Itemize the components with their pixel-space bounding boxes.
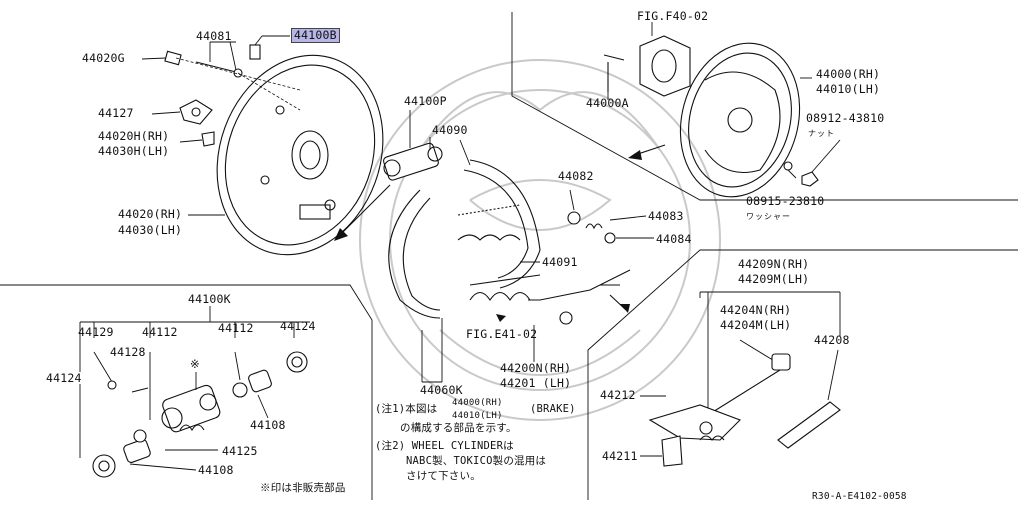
label-44200n: 44200N(RH) [500, 361, 572, 375]
label-44125: 44125 [222, 444, 258, 458]
label-44100b-highlighted[interactable]: 44100B [291, 28, 340, 43]
label-44000a: 44000A [586, 96, 629, 110]
label-44108-b: 44108 [198, 463, 234, 477]
cylinder-kit-drawing [79, 306, 310, 478]
label-44127: 44127 [98, 106, 134, 120]
label-08912: 08912-43810 [806, 111, 885, 125]
label-44124-b: 44124 [46, 371, 82, 385]
label-mark-a: ※ [190, 357, 200, 371]
watermark-emblem [359, 59, 721, 421]
small-parts-left [164, 44, 261, 147]
brake-assembly-drawing [603, 22, 841, 198]
wheel-cylinder-drawing [334, 110, 443, 241]
label-08915: 08915-23810 [746, 194, 825, 208]
label-44129: 44129 [78, 325, 114, 339]
label-44209n: 44209N(RH) [738, 257, 810, 271]
note1-rh: 44000(RH) [452, 398, 503, 408]
label-44112-b: 44112 [218, 321, 254, 335]
backing-plate-drawing [216, 54, 384, 256]
note1-lh: 44010(LH) [452, 411, 503, 421]
label-44091: 44091 [542, 255, 578, 269]
parking-brake-drawing [640, 291, 841, 467]
note1-brake: (BRAKE) [530, 403, 576, 415]
label-44204n: 44204N(RH) [720, 303, 792, 317]
diagram-code: R30-A-E4102-0058 [812, 491, 907, 502]
label-44020: 44020(RH) [118, 207, 183, 221]
note1-prefix: (注1)本図は [375, 403, 438, 415]
brake-shoes-drawing [388, 139, 541, 383]
label-44100p: 44100P [404, 94, 447, 108]
label-nonsale-note: ※印は非販売部品 [260, 482, 346, 494]
label-44100k: 44100K [188, 292, 231, 306]
leader-lines-left [141, 35, 301, 216]
label-44020g: 44020G [82, 51, 125, 65]
label-44030h: 44030H(LH) [98, 144, 170, 158]
label-44124-a: 44124 [280, 319, 316, 333]
label-44060k: 44060K [420, 383, 463, 397]
label-44000: 44000(RH) [816, 67, 881, 81]
label-44090: 44090 [432, 123, 468, 137]
note1-suffix: の構成する部品を示す。 [400, 422, 517, 434]
label-44084: 44084 [656, 232, 692, 246]
label-fig-f40[interactable]: FIG.F40-02 [637, 9, 709, 23]
label-44083: 44083 [648, 209, 684, 223]
label-44030: 44030(LH) [118, 223, 183, 237]
label-44128: 44128 [110, 345, 146, 359]
divider-lower-right [587, 249, 1018, 500]
note2-line1: (注2) WHEEL CYLINDERは [375, 440, 514, 452]
label-44201: 44201 (LH) [500, 376, 572, 390]
label-44010: 44010(LH) [816, 82, 881, 96]
note2-line3: さけて下さい。 [406, 470, 481, 482]
label-44082: 44082 [558, 169, 594, 183]
divider-lower-left [0, 284, 373, 500]
label-fig-e41[interactable]: FIG.E41-02 [466, 327, 538, 341]
label-44208: 44208 [814, 333, 850, 347]
label-44108-a: 44108 [250, 418, 286, 432]
label-washer-jp: ワッシャー [746, 212, 791, 221]
label-44081: 44081 [196, 29, 232, 43]
label-44112-a: 44112 [142, 325, 178, 339]
label-44211: 44211 [602, 449, 638, 463]
label-44212: 44212 [600, 388, 636, 402]
label-44209m: 44209M(LH) [738, 272, 810, 286]
label-44020h: 44020H(RH) [98, 129, 170, 143]
label-nut-jp: ナット [808, 129, 835, 138]
label-44204m: 44204M(LH) [720, 318, 792, 332]
note2-line2: NABC製、TOKICO製の混用は [406, 455, 547, 467]
spring-parts [496, 189, 654, 362]
divider-upper-right [511, 12, 1018, 201]
